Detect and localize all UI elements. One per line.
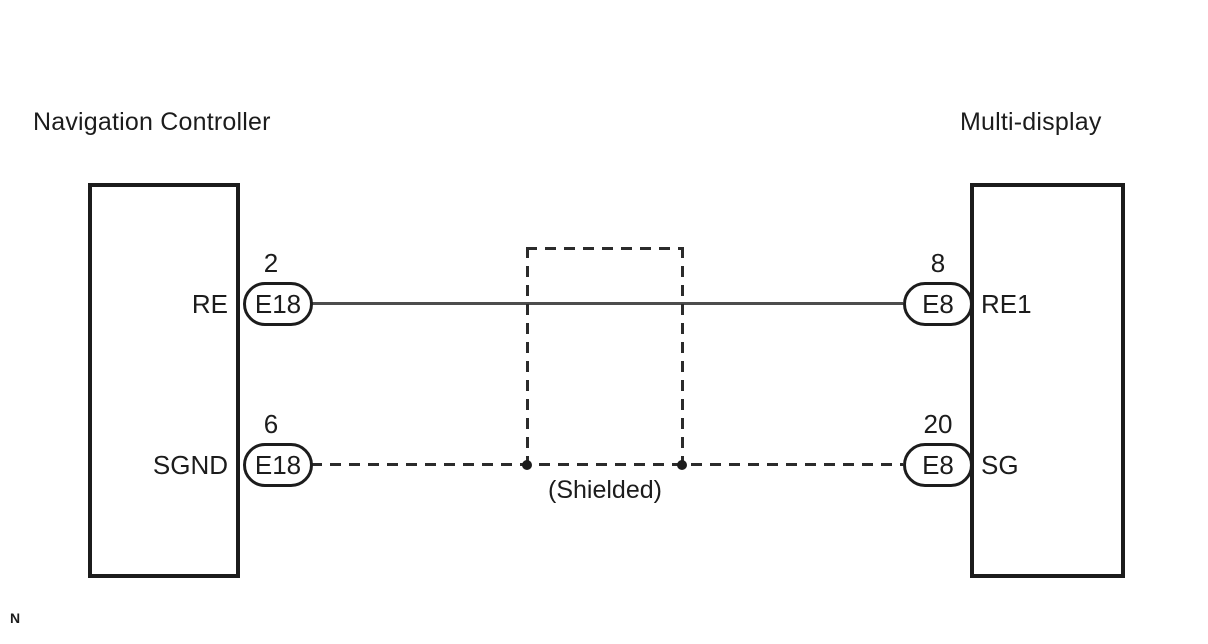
footnote-n: N (10, 610, 21, 626)
shield-junction-dot-right (677, 460, 687, 470)
signal-label-sgnd: SGND (152, 450, 228, 480)
connector-oval-e8-pin20: E8 (903, 443, 973, 487)
connector-oval-e8-pin8: E8 (903, 282, 973, 326)
connector-oval-e18-pin6: E18 (243, 443, 313, 487)
connector-oval-e18-pin2: E18 (243, 282, 313, 326)
shield-junction-dot-left (522, 460, 532, 470)
signal-label-sg: SG (981, 450, 1019, 480)
right-component-box (970, 183, 1125, 578)
right-component-title: Multi-display (960, 108, 1102, 136)
pin-number-left-top: 2 (263, 248, 279, 278)
shield-box-top-edge (526, 247, 684, 250)
shield-box-left-edge (526, 247, 529, 465)
signal-label-re: RE (191, 289, 228, 319)
shield-box-right-edge (681, 247, 684, 465)
wire-re-to-re1 (311, 302, 903, 305)
pin-number-right-bottom: 20 (923, 409, 953, 439)
pin-number-left-bottom: 6 (263, 409, 279, 439)
signal-label-re1: RE1 (981, 289, 1032, 319)
left-component-title: Navigation Controller (33, 108, 271, 136)
left-component-box (88, 183, 240, 578)
pin-number-right-top: 8 (930, 248, 946, 278)
wire-shield-sgnd-to-sg (311, 463, 903, 466)
shield-label: (Shielded) (548, 476, 662, 504)
